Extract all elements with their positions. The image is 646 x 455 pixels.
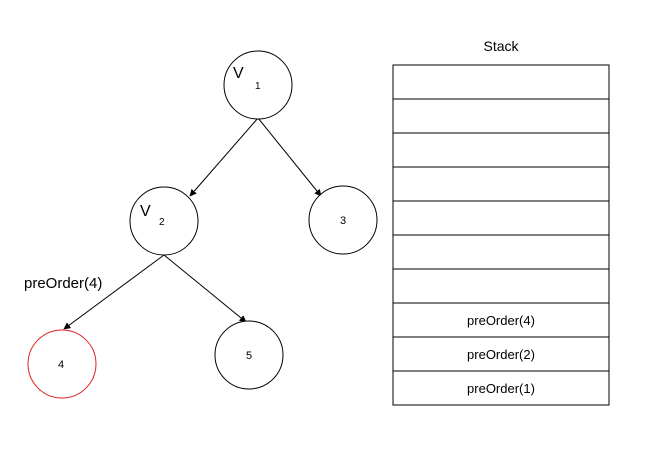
stack: preOrder(4) preOrder(2) preOrder(1) bbox=[392, 64, 610, 406]
tree-node-4: 4 bbox=[27, 329, 97, 399]
stack-cell bbox=[392, 234, 610, 270]
stack-cell: preOrder(1) bbox=[392, 370, 610, 406]
node-circle bbox=[223, 50, 293, 120]
stack-cell-label: preOrder(1) bbox=[467, 381, 535, 396]
edge-v1-n3 bbox=[257, 117, 322, 197]
stack-cell-label: preOrder(2) bbox=[467, 347, 535, 362]
stack-cell-label: preOrder(4) bbox=[467, 313, 535, 328]
node-letter: V bbox=[140, 203, 151, 220]
node-circle bbox=[214, 320, 284, 390]
tree-node-v2: V 2 bbox=[129, 186, 199, 256]
edge-v2-n5 bbox=[163, 254, 247, 323]
node-circle bbox=[308, 185, 378, 255]
node-subscript: 1 bbox=[255, 81, 261, 92]
stack-cell bbox=[392, 200, 610, 236]
stack-cell-box bbox=[392, 132, 610, 168]
node-subscript: 2 bbox=[159, 217, 165, 228]
node-circle bbox=[129, 186, 199, 256]
stack-cell-box bbox=[392, 64, 610, 100]
call-annotation: preOrder(4) bbox=[24, 275, 102, 292]
stack-cell bbox=[392, 64, 610, 100]
tree-node-3: 3 bbox=[308, 185, 378, 255]
node-label: 3 bbox=[340, 215, 346, 227]
edge-v1-v2 bbox=[189, 117, 259, 197]
tree-edges bbox=[63, 117, 322, 330]
tree-node-5: 5 bbox=[214, 320, 284, 390]
stack-cell-box bbox=[392, 98, 610, 134]
stack-cell bbox=[392, 132, 610, 168]
stack-cell-box bbox=[392, 370, 610, 406]
stack-cell bbox=[392, 268, 610, 304]
stack-cell-box bbox=[392, 268, 610, 304]
stack-cell-box bbox=[392, 166, 610, 202]
stack-cell-box bbox=[392, 302, 610, 338]
stack-title: Stack bbox=[483, 38, 519, 54]
tree-node-v1: V 1 bbox=[223, 50, 293, 120]
stack-cell bbox=[392, 98, 610, 134]
node-letter: V bbox=[233, 65, 244, 82]
stack-cell-box bbox=[392, 234, 610, 270]
node-label: 5 bbox=[246, 350, 252, 362]
edge-v2-n4 bbox=[63, 254, 165, 330]
stack-cell: preOrder(2) bbox=[392, 336, 610, 372]
stack-cell-box bbox=[392, 336, 610, 372]
stack-cell: preOrder(4) bbox=[392, 302, 610, 338]
stack-cell bbox=[392, 166, 610, 202]
node-label: 4 bbox=[58, 359, 64, 371]
stack-cell-box bbox=[392, 200, 610, 236]
node-circle-highlighted bbox=[27, 329, 97, 399]
